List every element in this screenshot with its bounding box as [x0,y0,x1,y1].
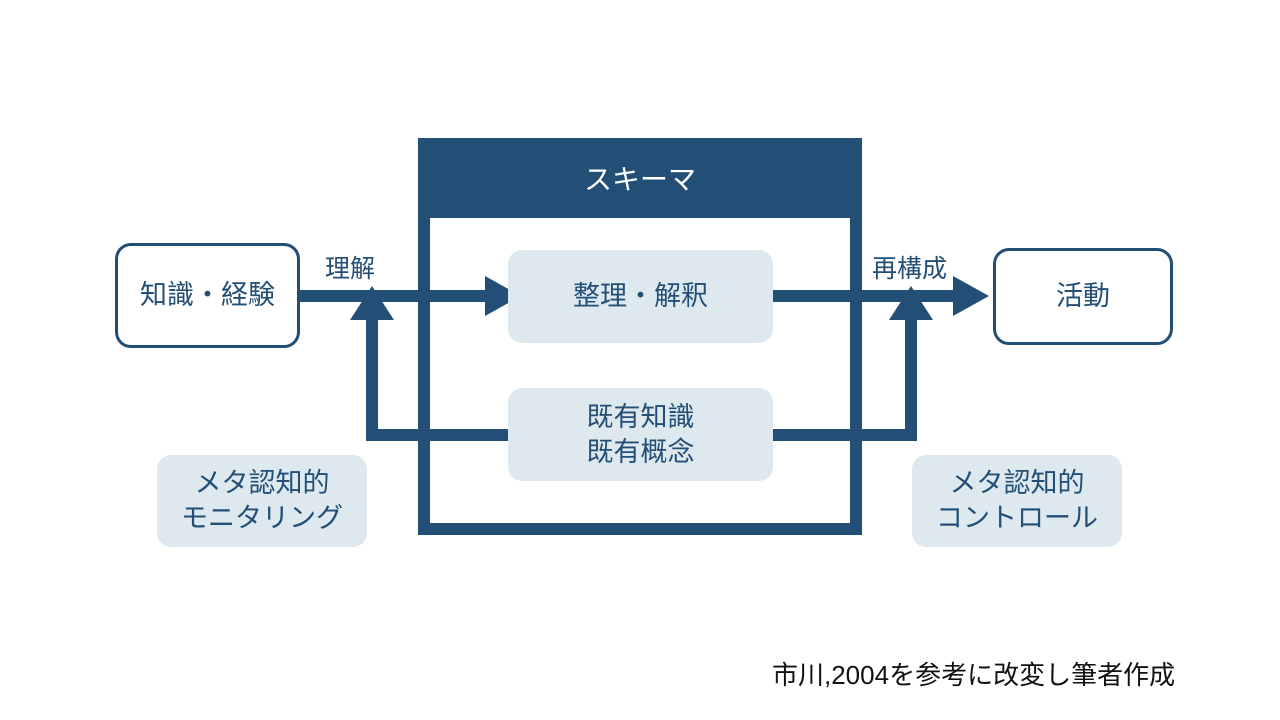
left-feedback-arrow-head [350,286,394,320]
node-metacognitive-control-label: メタ認知的 コントロール [936,468,1098,533]
edge-label-reconstruction: 再構成 [872,249,947,285]
left-feedback-loop-line [366,318,508,441]
node-organize-interpret[interactable]: 整理・解釈 [508,250,773,343]
schema-container-title: スキーマ [583,164,696,195]
node-metacognitive-monitoring[interactable]: メタ認知的 モニタリング [157,455,367,547]
edge-label-reconstruction-text: 再構成 [872,255,948,283]
schema-container-header: スキーマ [418,138,862,218]
understanding-arrow-head [485,276,521,316]
reconstruction-arrow-head [953,276,989,316]
node-knowledge-experience[interactable]: 知識・経験 [115,243,300,348]
edge-label-understanding: 理解 [325,249,375,285]
node-metacognitive-monitoring-label: メタ認知的 モニタリング [181,468,343,533]
right-feedback-loop-line [773,318,917,441]
right-feedback-arrow-head [889,286,933,320]
node-metacognitive-control[interactable]: メタ認知的 コントロール [912,455,1122,547]
node-activity-label: 活動 [1056,281,1110,312]
node-existing-knowledge-concepts[interactable]: 既有知識 既有概念 [508,388,773,481]
node-organize-interpret-label: 整理・解釈 [573,281,708,312]
node-knowledge-experience-label: 知識・経験 [140,280,275,311]
schema-frame-outline [418,218,862,535]
edge-label-understanding-text: 理解 [325,255,376,283]
source-caption: 市川,2004を参考に改変し筆者作成 [772,655,1175,692]
source-caption-text: 市川,2004を参考に改変し筆者作成 [772,660,1176,690]
node-existing-knowledge-concepts-label: 既有知識 既有概念 [586,401,695,467]
node-activity[interactable]: 活動 [993,248,1173,345]
